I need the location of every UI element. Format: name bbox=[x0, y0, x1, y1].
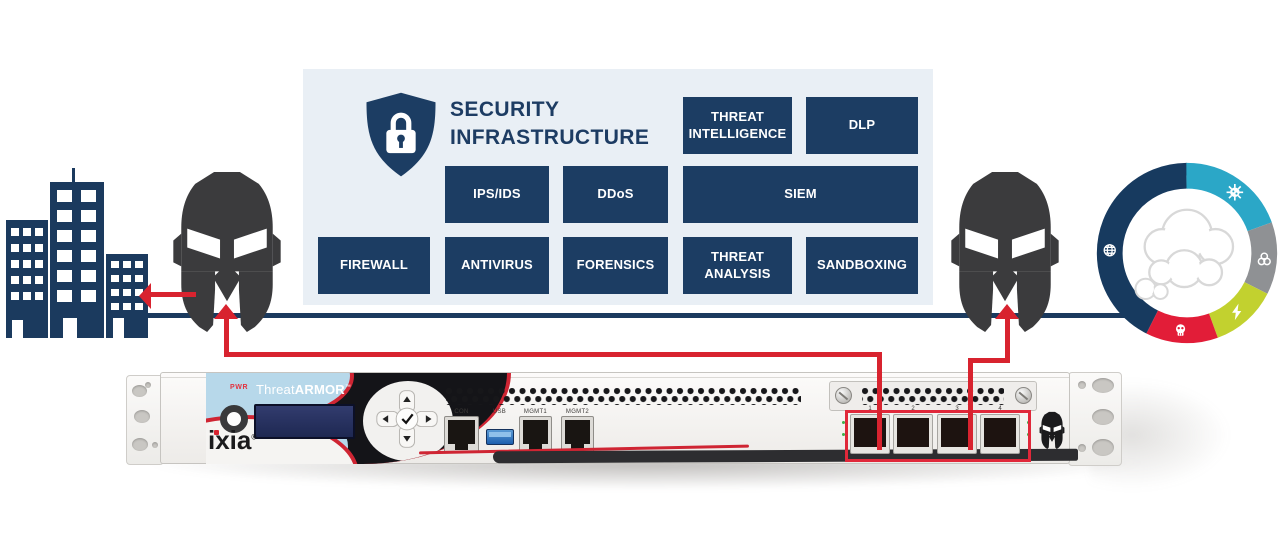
biohazard-icon bbox=[1257, 252, 1271, 266]
vent-holes bbox=[446, 388, 801, 405]
inline-port-2 bbox=[893, 414, 933, 454]
port4-number: 4 bbox=[998, 406, 1002, 412]
capability-box-firewall: FIREWALL bbox=[318, 237, 430, 294]
dpad-navigation bbox=[376, 390, 438, 448]
mgmt2-port bbox=[561, 416, 594, 453]
mgmt1-port bbox=[519, 416, 552, 453]
panel-title-line2: INFRASTRUCTURE bbox=[450, 125, 650, 149]
mgmt1-label: MGMT1 bbox=[523, 409, 548, 415]
status-led bbox=[842, 421, 845, 424]
module-vents bbox=[862, 388, 1004, 405]
usb-port bbox=[486, 429, 514, 445]
arrow-into-left-helmet bbox=[214, 304, 238, 319]
capability-box-sandboxing: SANDBOXING bbox=[806, 237, 918, 294]
internet-threat-ring bbox=[1096, 162, 1278, 344]
port2-number: 2 bbox=[911, 406, 915, 412]
redline-port3-vertical bbox=[968, 358, 973, 450]
left-mounting-ear bbox=[126, 375, 164, 465]
redline-right-horizontal bbox=[968, 358, 1010, 363]
spartan-helmet-badge-icon bbox=[1039, 411, 1065, 449]
virus-icon bbox=[1226, 184, 1244, 201]
capability-box-antivirus: ANTIVIRUS bbox=[445, 237, 549, 294]
usb-label: USB bbox=[492, 409, 507, 415]
port-module bbox=[829, 381, 1037, 411]
ixia-logo-ring bbox=[220, 405, 248, 433]
capability-box-threat-intelligence: THREAT INTELLIGENCE bbox=[683, 97, 792, 154]
panel-title: SECURITY INFRASTRUCTURE bbox=[450, 96, 649, 151]
capability-box-forensics: FORENSICS bbox=[563, 237, 668, 294]
capability-box-ips-ids: IPS/IDS bbox=[445, 166, 549, 223]
redline-right-vertical-up bbox=[1005, 316, 1010, 363]
console-port bbox=[444, 416, 479, 453]
blocked-traffic-line-to-buildings bbox=[150, 292, 196, 297]
redline-port1-vertical bbox=[877, 352, 882, 450]
chassis-seam bbox=[161, 377, 1069, 378]
capability-box-ddos: DDoS bbox=[563, 166, 668, 223]
city-buildings-icon bbox=[6, 168, 148, 338]
arrow-into-right-helmet bbox=[995, 304, 1019, 319]
panel-title-line1: SECURITY bbox=[450, 98, 560, 121]
threatarmor-appliance: PWR ThreatARMOR™ ixia® bbox=[160, 372, 1079, 464]
thumbscrew-left bbox=[835, 387, 852, 404]
mgmt2-label: MGMT2 bbox=[565, 409, 590, 415]
skull-icon bbox=[1175, 324, 1186, 336]
console-label: CON bbox=[454, 409, 469, 415]
lightning-icon bbox=[1232, 303, 1242, 321]
globe-malware-icon bbox=[1103, 244, 1116, 257]
shield-lock-icon bbox=[366, 92, 436, 177]
product-name: ThreatARMOR™ bbox=[256, 382, 352, 397]
network-line bbox=[140, 313, 1132, 318]
status-led bbox=[842, 433, 845, 436]
capability-box-threat-analysis: THREAT ANALYSIS bbox=[683, 237, 792, 294]
redline-left-vertical bbox=[224, 316, 229, 355]
capability-box-dlp: DLP bbox=[806, 97, 918, 154]
clouds-icon bbox=[1134, 208, 1235, 301]
highlighted-ports-box bbox=[845, 410, 1031, 462]
security-infrastructure-panel: SECURITY INFRASTRUCTURE THREAT INTELLIGE… bbox=[303, 69, 933, 305]
redline-horizontal bbox=[224, 352, 882, 357]
port3-number: 3 bbox=[955, 406, 959, 412]
arrow-to-buildings bbox=[139, 283, 151, 309]
port1-number: 1 bbox=[868, 406, 872, 412]
faceplate-panel: PWR ThreatARMOR™ ixia® bbox=[206, 373, 511, 464]
appliance-shadow bbox=[140, 460, 1150, 490]
thumbscrew-right bbox=[1015, 387, 1032, 404]
lcd-screen bbox=[254, 404, 355, 439]
inline-port-4 bbox=[980, 414, 1020, 454]
power-label: PWR bbox=[230, 384, 249, 391]
ixia-red-dot bbox=[214, 430, 219, 435]
capability-box-siem: SIEM bbox=[683, 166, 918, 223]
